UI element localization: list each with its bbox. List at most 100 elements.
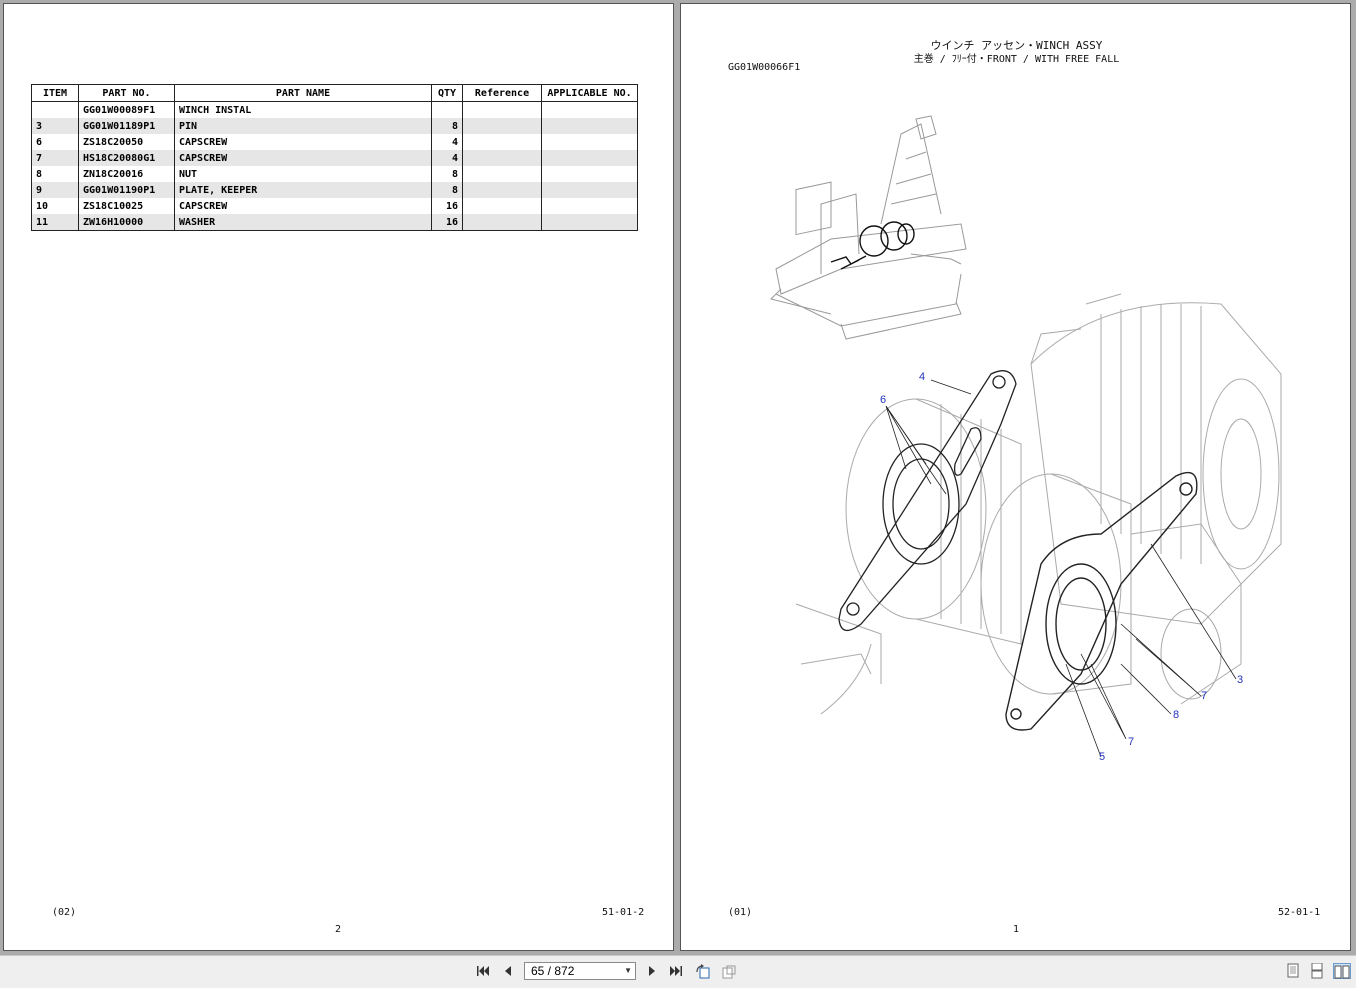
document-page-right: ウインチ アッセン・WINCH ASSY 主巻 / ﾌﾘｰ付・FRONT / W…: [680, 3, 1351, 951]
page-number-left: 2: [335, 924, 342, 935]
footer-code-left: (02): [52, 907, 77, 918]
cell-qty: [431, 101, 463, 118]
crane-winch-highlight: [830, 221, 915, 270]
cell-part-name: CAPSCREW: [174, 198, 432, 214]
cell-reference: [462, 182, 542, 198]
cell-item: 3: [31, 118, 79, 134]
page-number-right: 1: [1013, 924, 1020, 935]
cell-applicable: [541, 214, 638, 231]
page-dropdown-icon[interactable]: ▼: [624, 966, 632, 975]
cell-part-name: PIN: [174, 118, 432, 134]
cell-applicable: [541, 166, 638, 182]
drawing-code: GG01W00066F1: [728, 62, 801, 73]
cell-qty: 4: [431, 150, 463, 166]
cell-part-no: GG01W01190P1: [78, 182, 175, 198]
cell-reference: [462, 198, 542, 214]
viewer-toolbar: 65 / 872 ▼: [0, 955, 1356, 988]
cell-part-name: CAPSCREW: [174, 134, 432, 150]
front-drum: [980, 473, 1242, 705]
cell-applicable: [541, 150, 638, 166]
single-page-icon[interactable]: [1284, 963, 1302, 979]
col-header-item: ITEM: [31, 84, 79, 102]
cell-applicable: [541, 182, 638, 198]
col-header-applicable: APPLICABLE NO.: [541, 84, 638, 102]
cell-item: 6: [31, 134, 79, 150]
drawing-title: ウインチ アッセン・WINCH ASSY: [930, 39, 1103, 52]
col-header-part-no: PART NO.: [78, 84, 175, 102]
cell-reference: [462, 214, 542, 231]
cell-qty: 8: [431, 118, 463, 134]
prev-page-icon[interactable]: [501, 964, 515, 978]
cell-qty: 8: [431, 182, 463, 198]
callout-7a: 7: [1201, 690, 1208, 702]
continuous-icon[interactable]: [1308, 962, 1326, 979]
callout-3: 3: [1237, 674, 1244, 686]
rear-drum: [1030, 293, 1282, 625]
cell-part-name: CAPSCREW: [174, 150, 432, 166]
callout-8: 8: [1173, 709, 1180, 721]
table-header-row: ITEM PART NO. PART NAME QTY Reference AP…: [31, 84, 638, 102]
cell-part-no: ZS18C20050: [78, 134, 175, 150]
col-header-reference: Reference: [462, 84, 542, 102]
two-page-icon[interactable]: [1333, 963, 1351, 979]
cell-applicable: [541, 118, 638, 134]
next-page-icon[interactable]: [645, 964, 659, 978]
cell-part-no: ZN18C20016: [78, 166, 175, 182]
cell-item: [31, 101, 79, 118]
cell-part-name: NUT: [174, 166, 432, 182]
callout-5: 5: [1099, 751, 1106, 763]
cell-part-no: GG01W00089F1: [78, 101, 175, 118]
left-drum: [795, 398, 1022, 715]
cell-applicable: [541, 101, 638, 118]
drawing-subtitle: 主巻 / ﾌﾘｰ付・FRONT / WITH FREE FALL: [913, 54, 1120, 65]
left-plate: [838, 370, 1017, 631]
page-number-value: 65 / 872: [531, 964, 575, 978]
cell-part-no: GG01W01189P1: [78, 118, 175, 134]
cell-item: 7: [31, 150, 79, 166]
page-number-field[interactable]: 65 / 872 ▼: [524, 962, 636, 980]
cell-reference: [462, 150, 542, 166]
callout-4: 4: [919, 371, 926, 383]
cell-part-name: WASHER: [174, 214, 432, 231]
winch-assembly-drawing: [770, 115, 1282, 758]
crane-overview-illustration: [770, 115, 967, 340]
cell-reference: [462, 166, 542, 182]
rotate-alt-icon[interactable]: [721, 964, 737, 979]
callout-6: 6: [880, 394, 887, 406]
cell-qty: 4: [431, 134, 463, 150]
cell-part-name: PLATE, KEEPER: [174, 182, 432, 198]
callout-7b: 7: [1128, 736, 1135, 748]
cell-item: 11: [31, 214, 79, 231]
cell-item: 8: [31, 166, 79, 182]
col-header-part-name: PART NAME: [174, 84, 432, 102]
cell-reference: [462, 134, 542, 150]
cell-applicable: [541, 198, 638, 214]
cell-applicable: [541, 134, 638, 150]
cell-qty: 16: [431, 214, 463, 231]
cell-qty: 8: [431, 166, 463, 182]
col-header-qty: QTY: [431, 84, 463, 102]
last-page-icon[interactable]: [669, 964, 683, 978]
footer-code-right: (01): [728, 907, 753, 918]
document-page-left: ITEM PART NO. PART NAME QTY Reference AP…: [3, 3, 674, 951]
cell-part-no: HS18C20080G1: [78, 150, 175, 166]
front-plate: [1005, 471, 1198, 731]
cell-item: 10: [31, 198, 79, 214]
cell-part-no: ZS18C10025: [78, 198, 175, 214]
cell-reference: [462, 118, 542, 134]
cell-part-no: ZW16H10000: [78, 214, 175, 231]
cell-part-name: WINCH INSTAL: [174, 101, 432, 118]
cell-item: 9: [31, 182, 79, 198]
leader-lines: [885, 379, 1237, 758]
cell-reference: [462, 101, 542, 118]
parts-table: ITEM PART NO. PART NAME QTY Reference AP…: [31, 84, 638, 231]
first-page-icon[interactable]: [476, 964, 490, 978]
rotate-icon[interactable]: [695, 964, 711, 979]
